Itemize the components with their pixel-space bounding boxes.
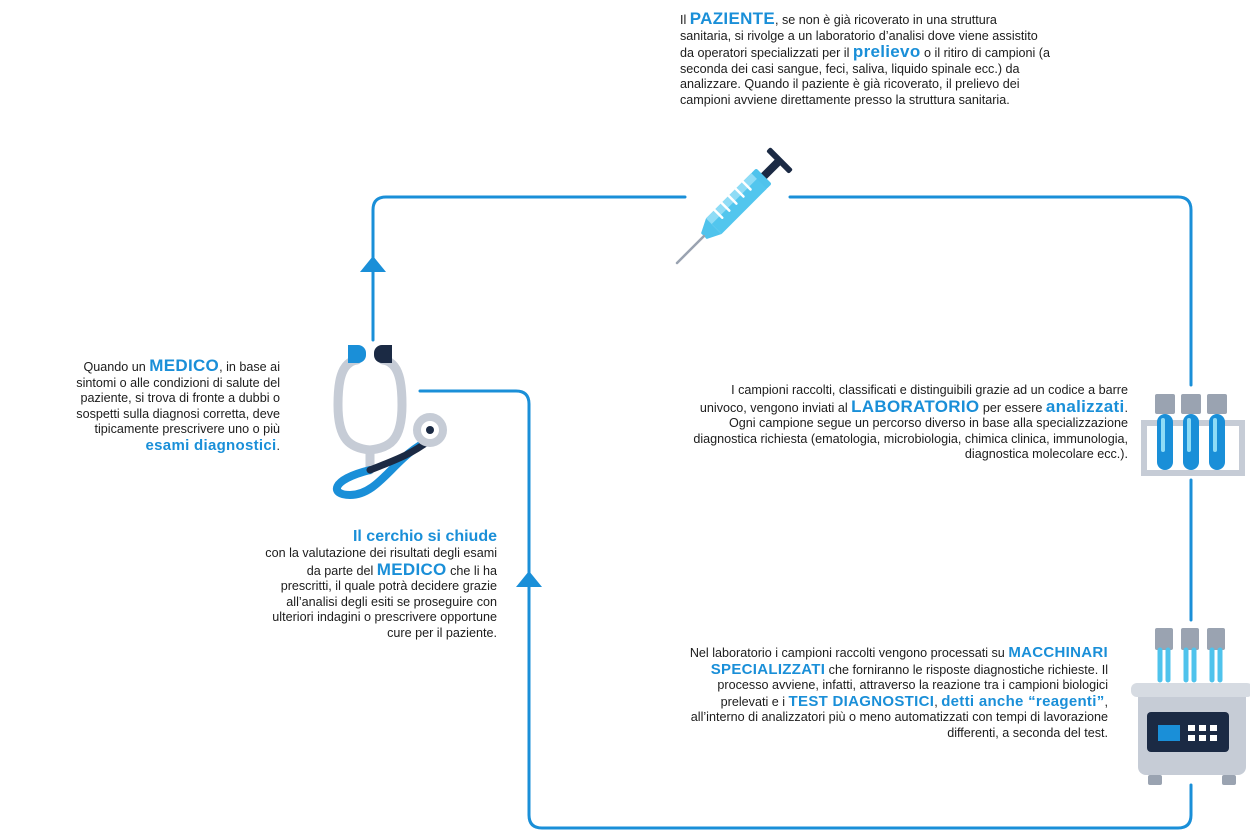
doctor-text: Quando un [83,360,150,374]
keyword-esami-diagnostici: esami diagnostici [145,436,277,454]
keyword-macchinari-specializzati: MACCHINARI SPECIALIZZATI [710,644,1108,678]
lab-text: per essere [979,400,1046,415]
lab-description: I campioni raccolti, classificati e dist… [685,383,1128,463]
keyword-reagenti: detti anche “reagenti” [941,692,1105,710]
doctor-text: . [276,438,281,453]
keyword-laboratorio: LABORATORIO [851,396,980,416]
arrow-up-icon [360,256,386,272]
lab-text: I campioni raccolti, classificati e dist… [699,383,1128,415]
patient-description: Il PAZIENTE, se non è già ricoverato in … [680,9,1050,109]
keyword-paziente: PAZIENTE [689,9,775,28]
machine-text: , all’interno di analizzatori più o meno… [690,694,1108,740]
machine-description: Nel laboratorio i campioni raccolti veng… [672,645,1108,742]
patient-text: Il [680,13,690,27]
stethoscope-icon [332,355,447,500]
keyword-test-diagnostici: TEST DIAGNOSTICI [788,692,935,710]
keyword-prelievo: prelievo [852,42,921,62]
syringe-icon [675,147,793,265]
closing-title: Il cerchio si chiude [352,528,497,545]
doctor-description: Quando un MEDICO, in base ai sintomi o a… [50,356,281,455]
machine-text: che forniranno le risposte diagnostiche … [717,662,1108,709]
stethoscope-earpiece [348,345,366,363]
patient-text: o il ritiro di campioni (a seconda dei c… [680,46,1050,107]
stethoscope-earpiece [374,345,392,363]
patient-text: , se non è già ricoverato in una struttu… [680,13,1038,61]
machine-text: Nel laboratorio i campioni raccolti veng… [689,646,1009,660]
arrow-up-icon [516,571,542,587]
cycle-line-bottom [418,389,1193,830]
keyword-medico: MEDICO [149,356,220,375]
machine-text: , [934,694,942,709]
keyword-medico-closing: MEDICO [376,559,447,579]
closing-text: che li ha prescritti, il quale potrà dec… [272,563,497,640]
closing-text: con la valutazione dei risultati degli e… [265,546,497,578]
test-tubes-icon [1141,394,1245,476]
doctor-text: , in base ai sintomi o alle condizioni d… [76,360,280,437]
cycle-line-top-right [788,195,1193,387]
analyzer-machine-icon [1131,628,1250,785]
cycle-line-top [371,195,687,342]
keyword-analizzati: analizzati [1045,396,1125,416]
lab-text: . Ogni campione segue un percorso divers… [693,400,1128,462]
